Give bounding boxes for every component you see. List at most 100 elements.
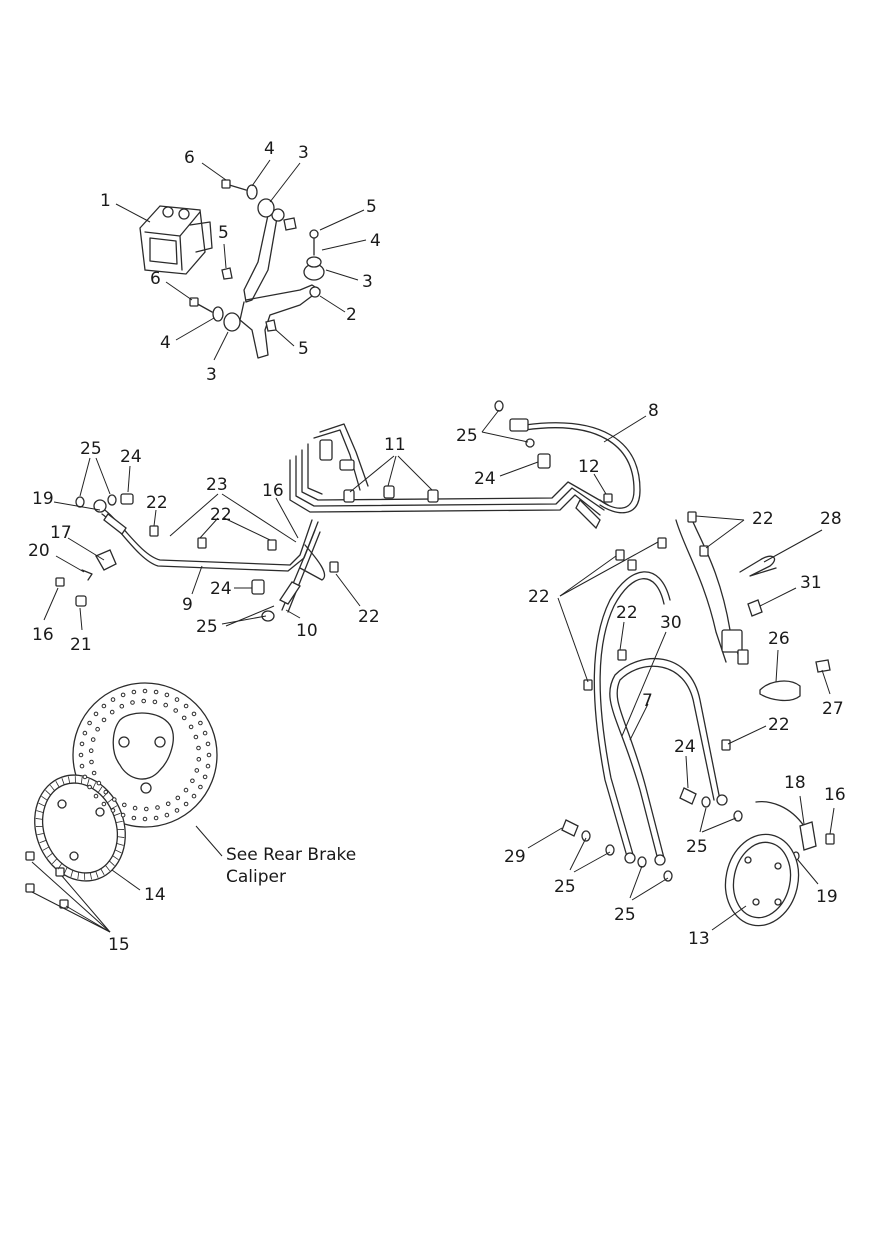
disc-hole xyxy=(163,702,168,708)
disc-hole xyxy=(131,815,137,821)
tone-ring-tooth xyxy=(51,858,58,865)
disc-hole xyxy=(205,741,211,747)
disc-hole xyxy=(142,688,148,694)
callout-5: 5 xyxy=(298,339,309,359)
disc-hole xyxy=(87,720,92,726)
disc-hole xyxy=(144,806,149,812)
disc-hole xyxy=(132,805,138,811)
disc-hole xyxy=(152,699,158,705)
callout-2: 2 xyxy=(346,305,357,325)
callout-12: 12 xyxy=(578,457,600,477)
see-rear-brake-caliper-note: See Rear Brake Caliper xyxy=(226,845,356,887)
tone-ring-tooth xyxy=(116,843,124,846)
disc-hole xyxy=(191,793,197,799)
tone-ring-tooth xyxy=(37,833,45,836)
tone-ring-tooth xyxy=(63,867,68,874)
callout-14: 14 xyxy=(144,885,166,905)
callout-15: 15 xyxy=(108,935,130,955)
disc-hole xyxy=(101,703,107,709)
disc-hole xyxy=(110,808,116,813)
abs-modulator-unit xyxy=(139,205,213,275)
abs-mounting-bracket xyxy=(239,208,321,359)
disc-hole xyxy=(93,711,99,717)
disc-hole xyxy=(109,709,115,715)
disc-hole xyxy=(112,797,117,802)
tone-ring-tooth xyxy=(86,778,90,786)
callout-18: 18 xyxy=(784,773,806,793)
disc-hole xyxy=(110,697,116,702)
callout-10: 10 xyxy=(296,621,318,641)
disc-hole xyxy=(91,770,97,776)
tone-ring-tooth xyxy=(105,865,111,872)
tone-ring-tooth xyxy=(70,870,74,878)
callout-4: 4 xyxy=(370,231,381,251)
callout-22: 22 xyxy=(146,493,168,513)
tone-ring-tooth xyxy=(114,849,122,854)
disc-hole xyxy=(87,784,92,790)
disc-hole xyxy=(90,737,96,742)
tone-ring-tooth xyxy=(61,778,65,785)
callout-19: 19 xyxy=(32,489,54,509)
callout-4: 4 xyxy=(160,333,171,353)
tone-ring-tooth xyxy=(45,790,51,796)
callout-4: 4 xyxy=(264,139,275,159)
tone-ring-tooth xyxy=(92,782,97,789)
disc-hole xyxy=(194,768,200,773)
disc-hole xyxy=(198,720,203,726)
disc-perforations xyxy=(78,688,212,822)
tone-ring-tooth xyxy=(46,852,53,858)
note-line-1: See Rear Brake xyxy=(226,845,356,865)
callout-25: 25 xyxy=(80,439,102,459)
tone-ring-tooth xyxy=(115,820,123,823)
note-line-2: Caliper xyxy=(226,867,286,887)
disc-hole xyxy=(191,711,197,717)
callout-16: 16 xyxy=(824,785,846,805)
disc-hole xyxy=(206,752,212,758)
callout-22: 22 xyxy=(768,715,790,735)
callout-22: 22 xyxy=(358,607,380,627)
callout-3: 3 xyxy=(298,143,309,163)
tone-ring-tooth xyxy=(68,776,71,784)
disc-hole xyxy=(175,795,181,801)
callout-24: 24 xyxy=(474,469,496,489)
brake-pipe-harness xyxy=(55,400,641,622)
callout-22: 22 xyxy=(752,509,774,529)
callout-1: 1 xyxy=(100,191,111,211)
tone-ring-tooth xyxy=(36,810,44,813)
callout-25: 25 xyxy=(614,905,636,925)
disc-hole xyxy=(88,748,94,754)
callout-25: 25 xyxy=(554,877,576,897)
callout-13: 13 xyxy=(688,929,710,949)
disc-hole xyxy=(181,715,187,721)
callout-24: 24 xyxy=(210,579,232,599)
disc-hole xyxy=(205,763,211,769)
tone-ring-tooth xyxy=(49,784,55,791)
disc-hole xyxy=(89,759,94,765)
disc-hole xyxy=(153,815,159,821)
callout-25: 25 xyxy=(456,426,478,446)
tone-ring-tooth xyxy=(97,786,103,793)
disc-hole xyxy=(190,778,195,784)
disc-hole xyxy=(174,697,180,702)
disc-hole xyxy=(153,689,159,695)
tone-ring-tooth xyxy=(107,798,114,804)
callout-17: 17 xyxy=(50,523,72,543)
disc-hole xyxy=(101,801,107,807)
callout-labels: 1 2 3 3 3 4 4 4 5 5 5 6 6 7 8 9 10 11 12… xyxy=(28,139,846,955)
tone-ring-screws xyxy=(25,851,69,909)
disc-hole xyxy=(173,708,178,713)
disc-hole xyxy=(96,780,102,786)
callout-3: 3 xyxy=(362,272,373,292)
callout-5: 5 xyxy=(218,223,229,243)
front-brake-hoses xyxy=(561,511,835,882)
tone-ring-tooth xyxy=(55,780,60,788)
callout-20: 20 xyxy=(28,541,50,561)
tone-ring-tooth xyxy=(38,802,46,807)
disc-hole xyxy=(95,726,100,732)
mounting-bolts-and-grommets xyxy=(189,179,325,332)
disc-hole xyxy=(130,700,135,705)
callout-25: 25 xyxy=(686,837,708,857)
disc-hole xyxy=(198,784,203,790)
tone-ring-tooth xyxy=(35,818,43,820)
